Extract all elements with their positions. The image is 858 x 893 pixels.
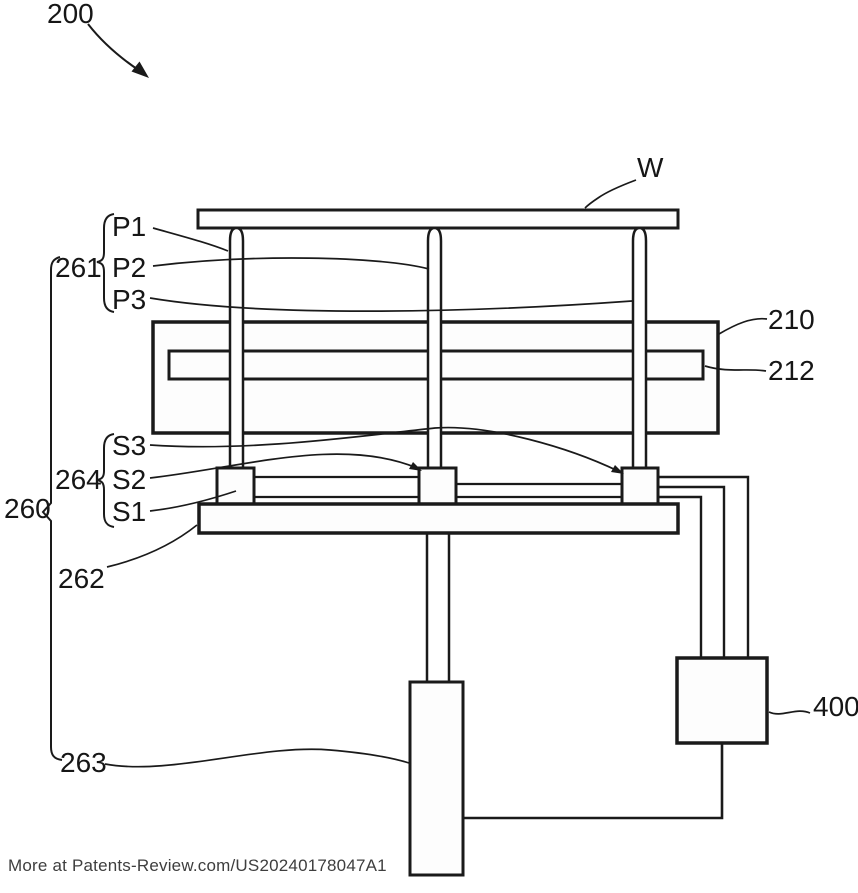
leader-212 bbox=[704, 365, 767, 372]
lift-pin-3 bbox=[631, 226, 648, 468]
leader-s3 bbox=[149, 426, 619, 472]
brace-261 bbox=[96, 213, 115, 313]
lift-pin-1 bbox=[228, 226, 245, 468]
signal-wire-1 bbox=[658, 475, 750, 658]
label-261: 261 bbox=[55, 252, 102, 283]
label-s3: S3 bbox=[112, 430, 146, 461]
sensor-rail-left bbox=[254, 475, 419, 499]
leader-s1 bbox=[149, 490, 237, 512]
label-200: 200 bbox=[47, 0, 94, 29]
arrowhead-200 bbox=[131, 61, 149, 78]
label-212: 212 bbox=[768, 355, 815, 386]
label-p1: P1 bbox=[112, 211, 146, 242]
leader-262 bbox=[106, 524, 198, 568]
support-plate-262 bbox=[197, 502, 680, 535]
controller-box-400 bbox=[675, 656, 769, 745]
sensor-block-1 bbox=[215, 466, 256, 506]
signal-wire-2 bbox=[658, 485, 726, 658]
leader-p3 bbox=[149, 297, 633, 313]
leader-p1 bbox=[152, 227, 229, 252]
label-264: 264 bbox=[55, 464, 102, 495]
controller-cable bbox=[464, 743, 724, 820]
watermark-text: More at Patents-Review.com/US20240178047… bbox=[8, 856, 387, 875]
leader-p2 bbox=[152, 257, 430, 270]
label-p2: P2 bbox=[112, 252, 146, 283]
driver-box-263 bbox=[408, 680, 465, 877]
leader-200 bbox=[87, 23, 138, 70]
wafer-plate bbox=[196, 208, 680, 230]
sensor-rail-right bbox=[456, 482, 622, 499]
bracket-260 bbox=[41, 256, 63, 761]
sensor-block-3 bbox=[620, 466, 660, 506]
leader-263 bbox=[104, 748, 410, 768]
label-210: 210 bbox=[768, 304, 815, 335]
label-262: 262 bbox=[58, 563, 105, 594]
label-260: 260 bbox=[4, 493, 51, 524]
label-w: W bbox=[637, 152, 664, 183]
label-p3: P3 bbox=[112, 284, 146, 315]
label-s2: S2 bbox=[112, 464, 146, 495]
drive-shaft bbox=[425, 533, 451, 682]
arrowhead-s3 bbox=[611, 465, 624, 474]
label-400: 400 bbox=[813, 691, 858, 722]
label-263: 263 bbox=[60, 747, 107, 778]
arrowhead-s2 bbox=[409, 462, 422, 471]
leader-s2 bbox=[149, 453, 418, 479]
lift-pin-2 bbox=[426, 226, 443, 468]
label-s1: S1 bbox=[112, 496, 146, 527]
leader-w bbox=[584, 179, 637, 209]
leader-210 bbox=[718, 317, 768, 335]
brace-264 bbox=[96, 433, 115, 528]
sensor-block-2 bbox=[417, 466, 458, 506]
signal-wire-3 bbox=[658, 495, 703, 658]
leader-400 bbox=[768, 710, 811, 715]
